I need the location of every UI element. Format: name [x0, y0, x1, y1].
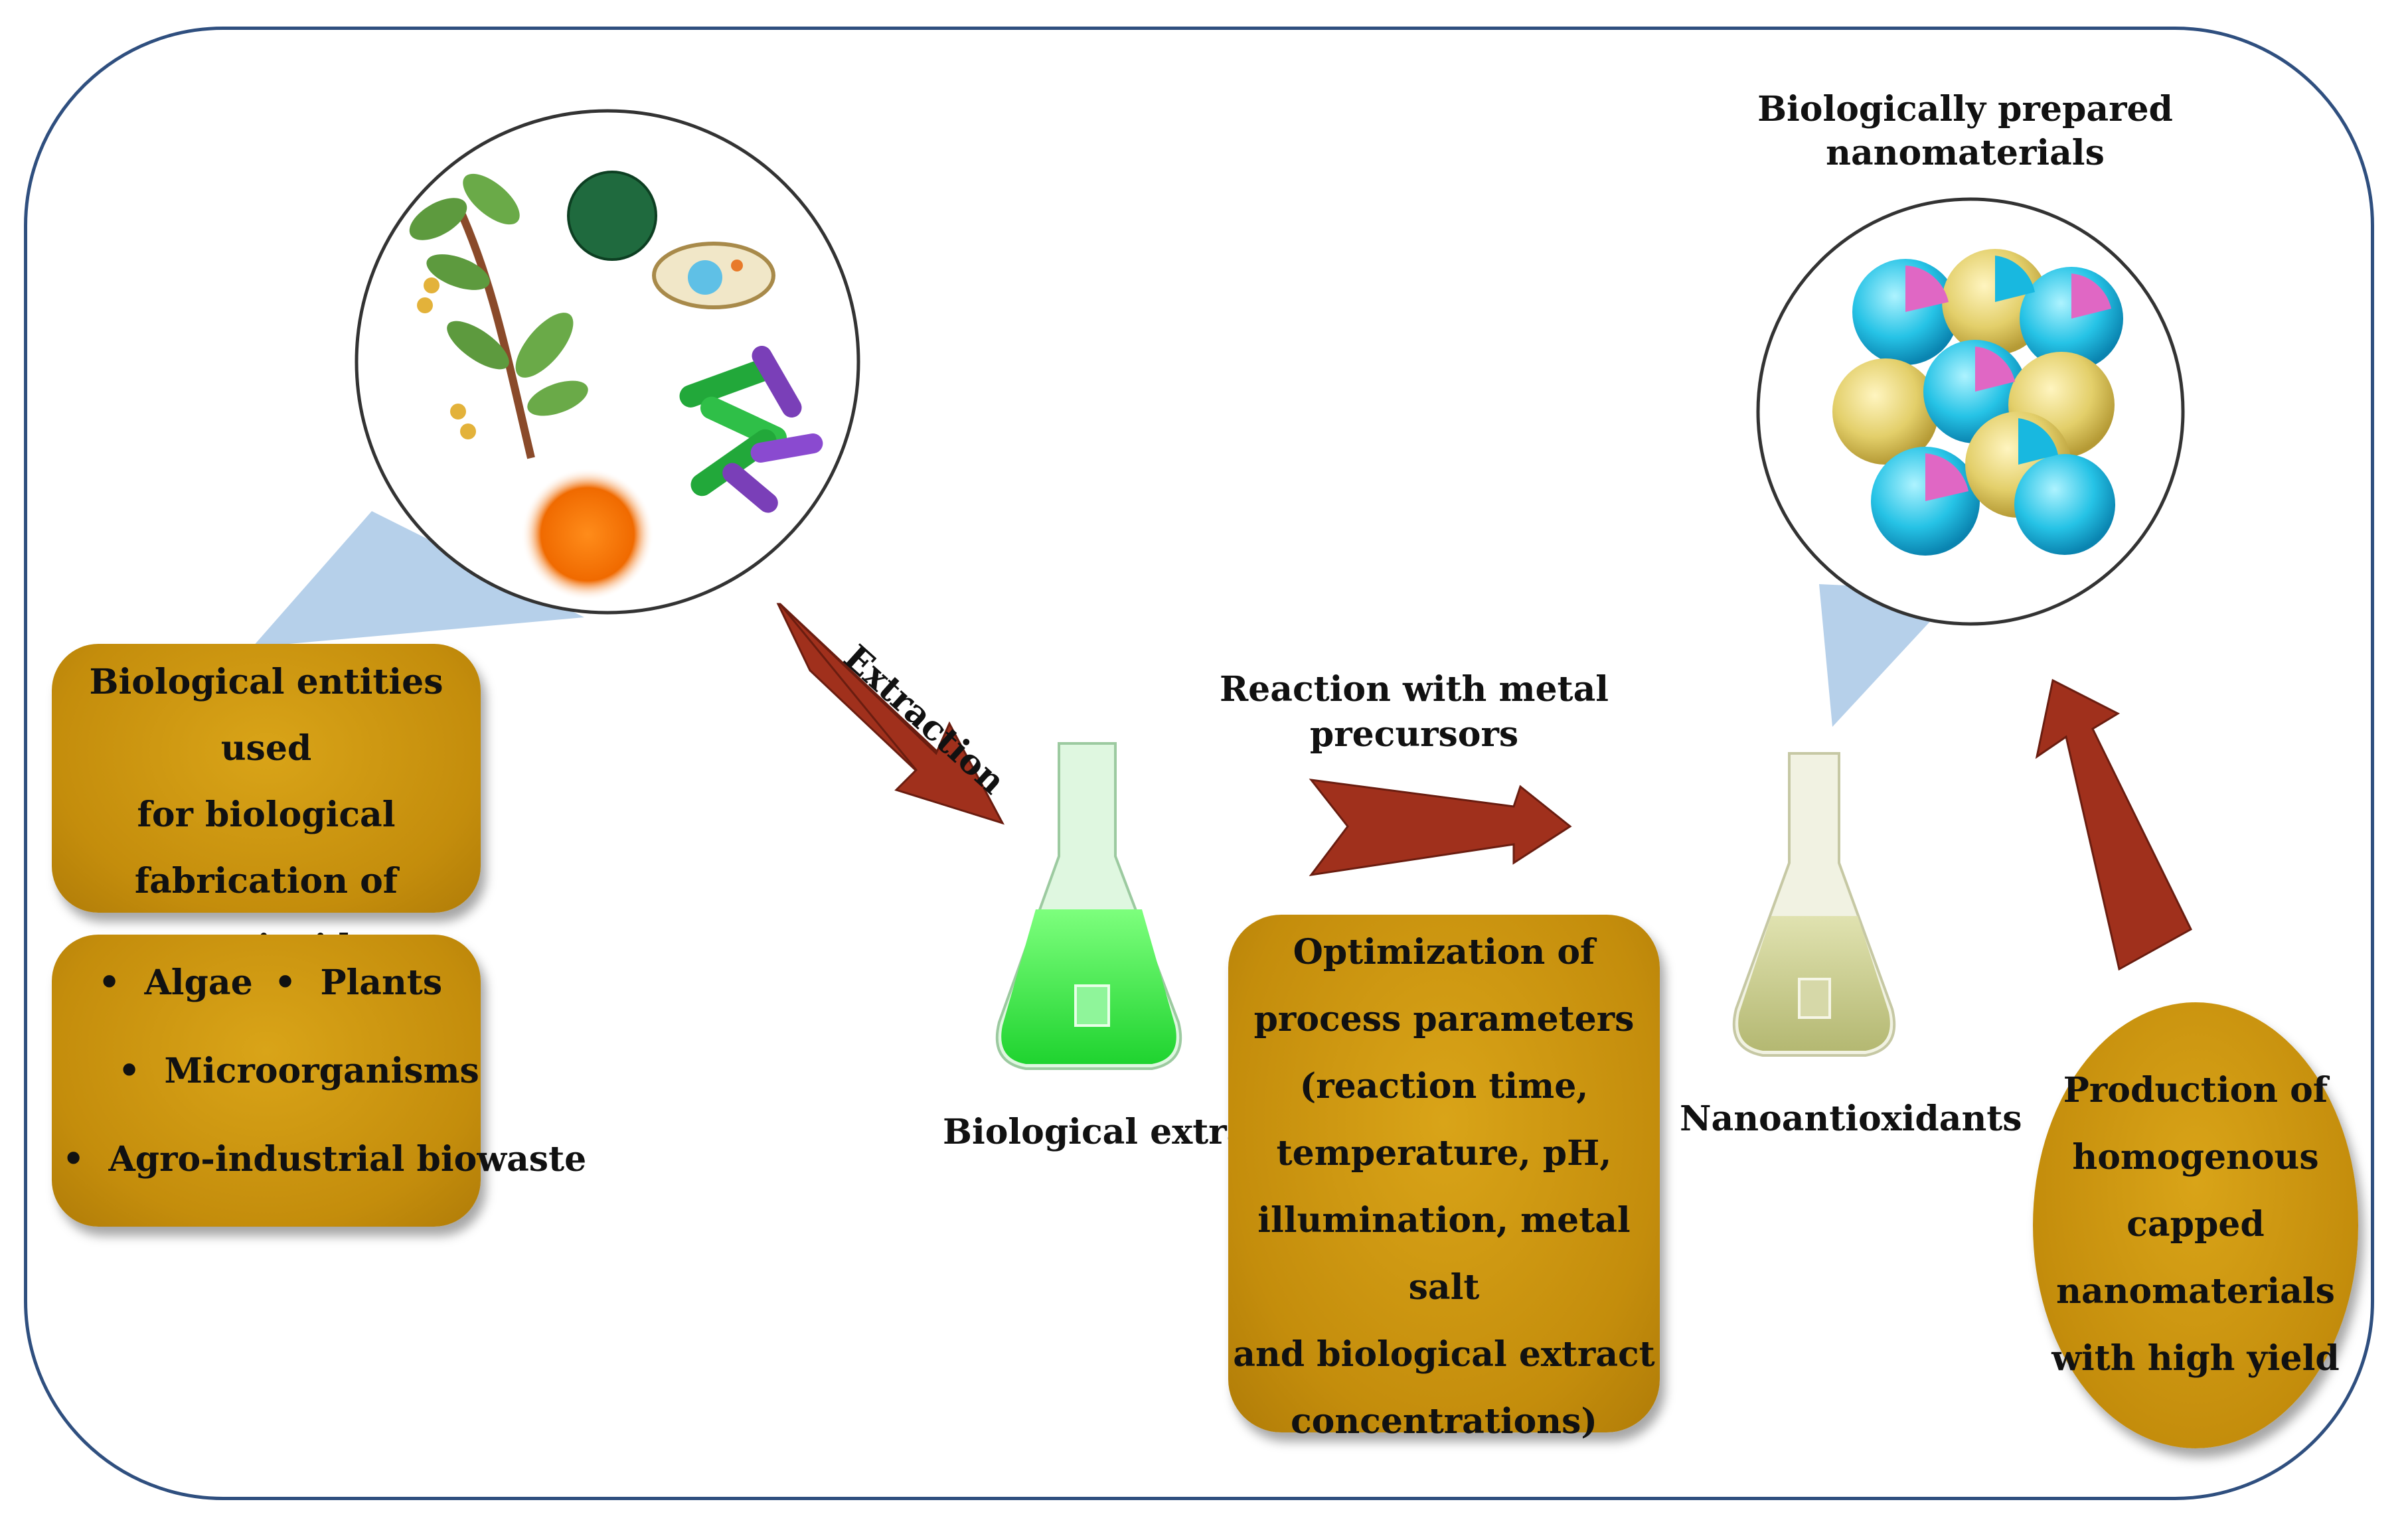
callout-wedge-left — [252, 511, 584, 647]
nano-flask-icon — [1732, 752, 1896, 1057]
list-item: • Plants — [274, 962, 443, 1003]
reaction-label: Reaction with metal precursors — [1219, 669, 1609, 755]
production-box: Production of homogenous capped nanomate… — [2033, 1002, 2358, 1448]
source-circle — [355, 109, 860, 615]
list-item: • Microorganisms — [118, 1051, 479, 1091]
biological-entities-box: Biological entities used for biological … — [52, 644, 481, 968]
arrow-production — [2035, 678, 2192, 971]
extract-flask-label: Biological extract — [943, 1112, 1287, 1152]
plant-icon — [409, 173, 588, 459]
list-item: • Agro-industrial biowaste — [62, 1139, 587, 1180]
algae-cell-icon — [567, 171, 657, 261]
nanomaterials-title: Biologically prepared nanomaterials — [1757, 89, 2173, 173]
extract-flask-icon — [995, 742, 1182, 1070]
nano-flask-label: Nanoantioxidants — [1680, 1099, 2022, 1139]
nanoparticle-cluster-icon — [1832, 249, 2123, 556]
list-item: • Algae — [98, 962, 253, 1003]
source-list-box: • Algae • Plants • Microorganisms • Agro… — [52, 935, 586, 1227]
optimization-box: Optimization of process parameters (reac… — [1228, 915, 1660, 1442]
diagram-frame — [24, 27, 2374, 1500]
biowaste-icon — [521, 468, 654, 601]
microorganism-icon — [679, 346, 823, 513]
arrow-reaction — [1309, 779, 1572, 877]
cell-icon — [652, 242, 775, 309]
